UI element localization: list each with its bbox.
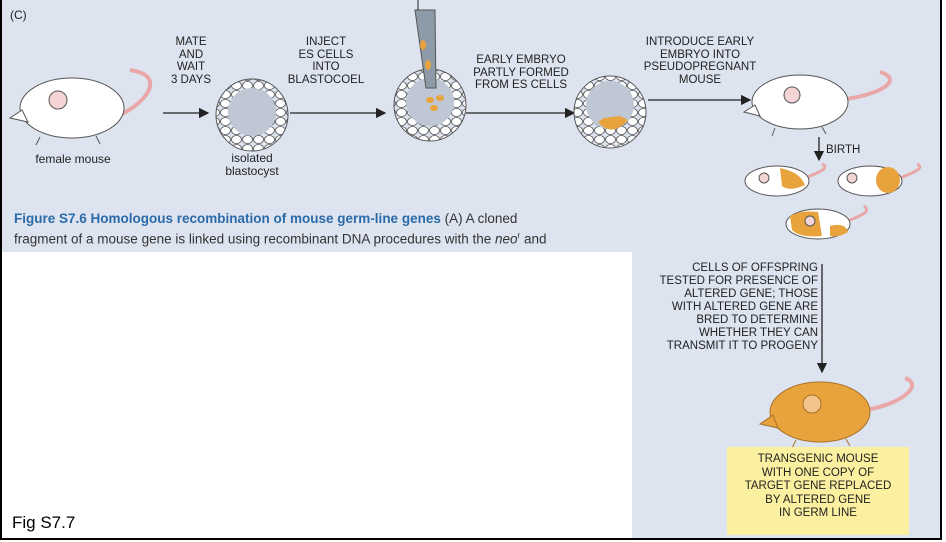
early-embryo: [573, 75, 647, 149]
female-mouse-label: female mouse: [35, 152, 111, 166]
offspring-mouse-1: [744, 162, 827, 197]
blank-area: [10, 252, 632, 540]
isolated-blastocyst: [215, 78, 289, 152]
pseudopregnant-mouse: [742, 70, 892, 137]
figure-label: Fig S7.7: [12, 513, 76, 532]
panel-letter: (C): [10, 8, 27, 22]
injection-blastocyst: [393, 0, 467, 142]
figure-caption: Figure S7.6 Homologous recombination of …: [14, 211, 547, 247]
offspring-mouse-3: [785, 204, 869, 240]
transgenic-mouse: [758, 376, 914, 449]
female-mouse: [8, 68, 153, 146]
step-birth-label: BIRTH: [826, 144, 861, 156]
offspring-mouse-2: [837, 162, 922, 197]
